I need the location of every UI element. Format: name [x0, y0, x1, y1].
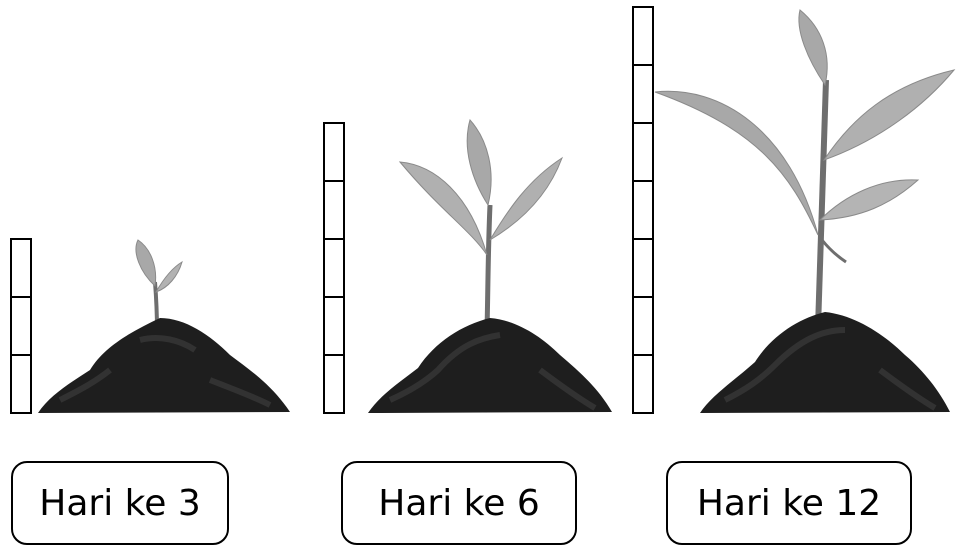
ruler-unit — [633, 181, 653, 239]
ruler-unit — [324, 181, 344, 239]
ruler-unit — [324, 239, 344, 297]
ruler-unit — [324, 123, 344, 181]
ruler-unit — [11, 239, 31, 297]
ruler-unit — [633, 355, 653, 413]
soil-mound-icon — [700, 312, 950, 413]
ruler-unit — [633, 65, 653, 123]
soil-mound-icon — [38, 318, 290, 413]
day-label-text: Hari ke 6 — [378, 483, 539, 524]
seedling-icon — [655, 10, 954, 328]
day-label-text: Hari ke 12 — [697, 483, 881, 524]
ruler-unit — [324, 355, 344, 413]
ruler-unit — [324, 297, 344, 355]
ruler-unit — [633, 123, 653, 181]
height-ruler-day-6 — [324, 123, 344, 413]
soil-mound-icon — [368, 318, 612, 413]
day-label-6: Hari ke 6 — [341, 461, 577, 545]
ruler-unit — [11, 355, 31, 413]
seedling-day-3 — [38, 240, 290, 413]
ruler-unit — [633, 7, 653, 65]
plant-day-12 — [655, 10, 954, 413]
height-ruler-day-12 — [633, 7, 653, 413]
day-label-12: Hari ke 12 — [666, 461, 912, 545]
height-ruler-day-3 — [11, 239, 31, 413]
plant-day-6 — [368, 120, 612, 413]
seedling-icon — [400, 120, 562, 330]
ruler-unit — [633, 239, 653, 297]
seedling-icon — [136, 240, 182, 330]
day-label-3: Hari ke 3 — [11, 461, 229, 545]
ruler-unit — [633, 297, 653, 355]
day-label-text: Hari ke 3 — [39, 483, 200, 524]
ruler-unit — [11, 297, 31, 355]
